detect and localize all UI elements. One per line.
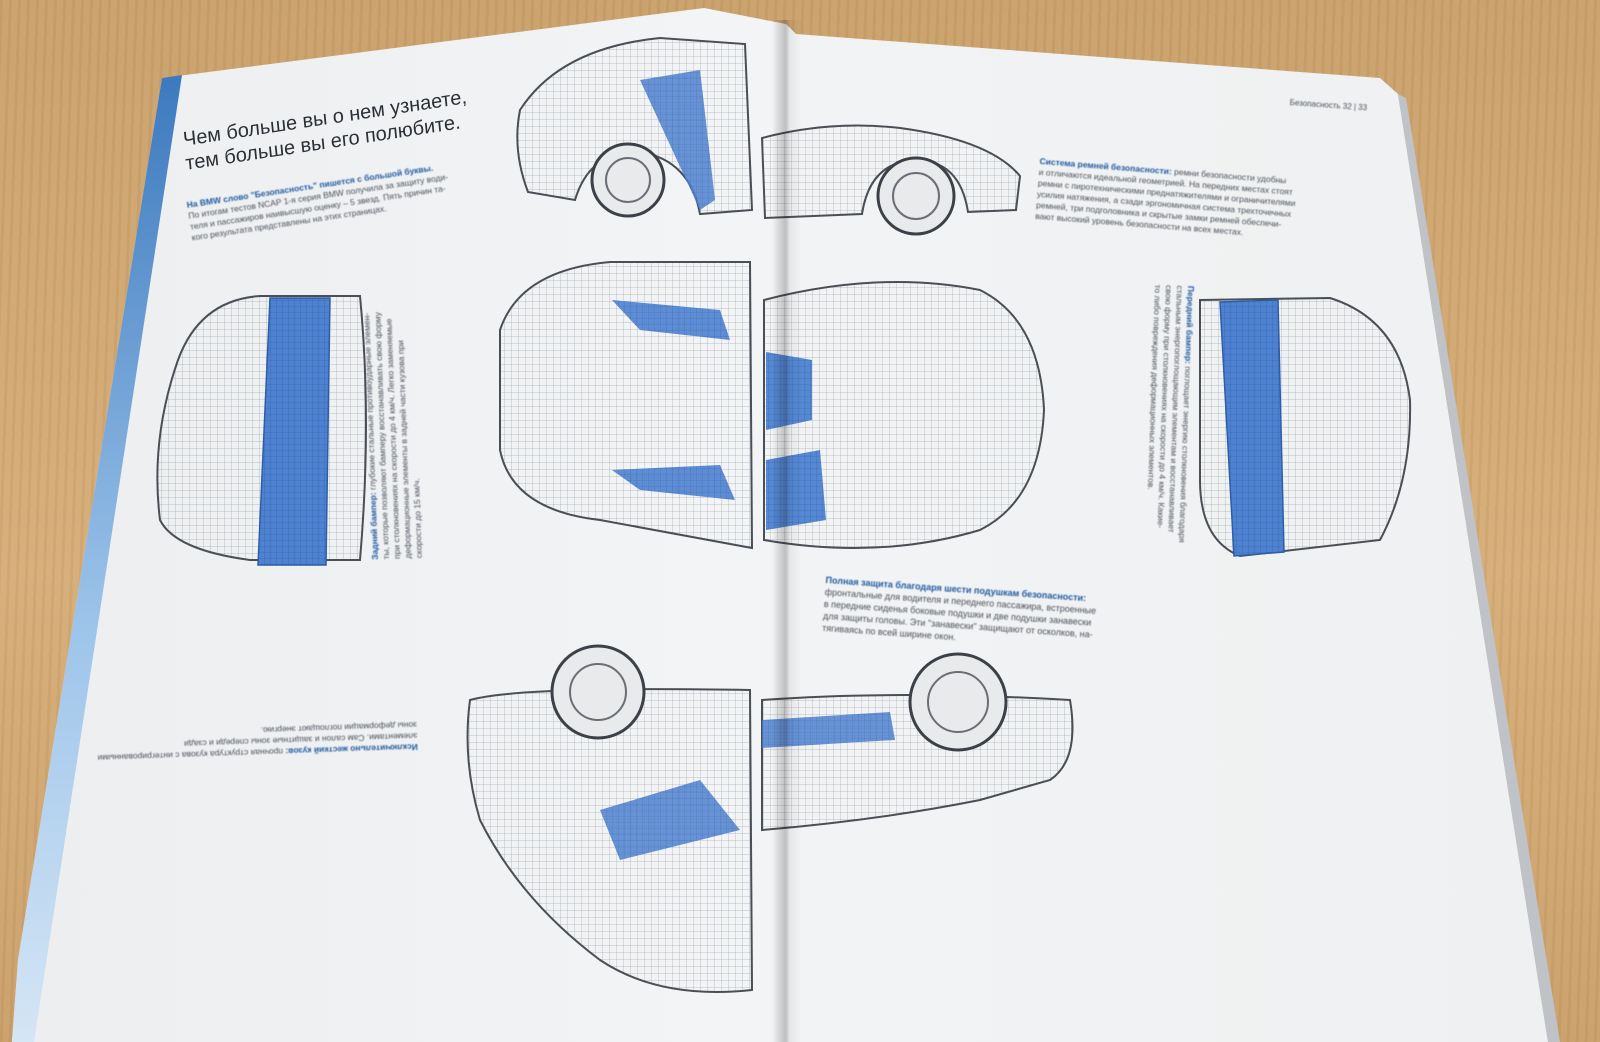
rear-bumper-paragraph: Задний бампер: глубокие стальные противо… <box>361 311 425 560</box>
car-top-view-middle <box>499 261 1046 550</box>
car-side-view-top <box>516 36 1022 236</box>
car-upside-down-view-bottom <box>466 644 1074 993</box>
front-bumper-paragraph: Передний бампер: поглощает энергию столк… <box>1143 284 1196 542</box>
rear-bumper-line-5: скорости до 15 км/ч. <box>411 478 424 559</box>
car-rear-view-left <box>156 295 367 566</box>
car-front-view-right <box>1199 296 1412 558</box>
